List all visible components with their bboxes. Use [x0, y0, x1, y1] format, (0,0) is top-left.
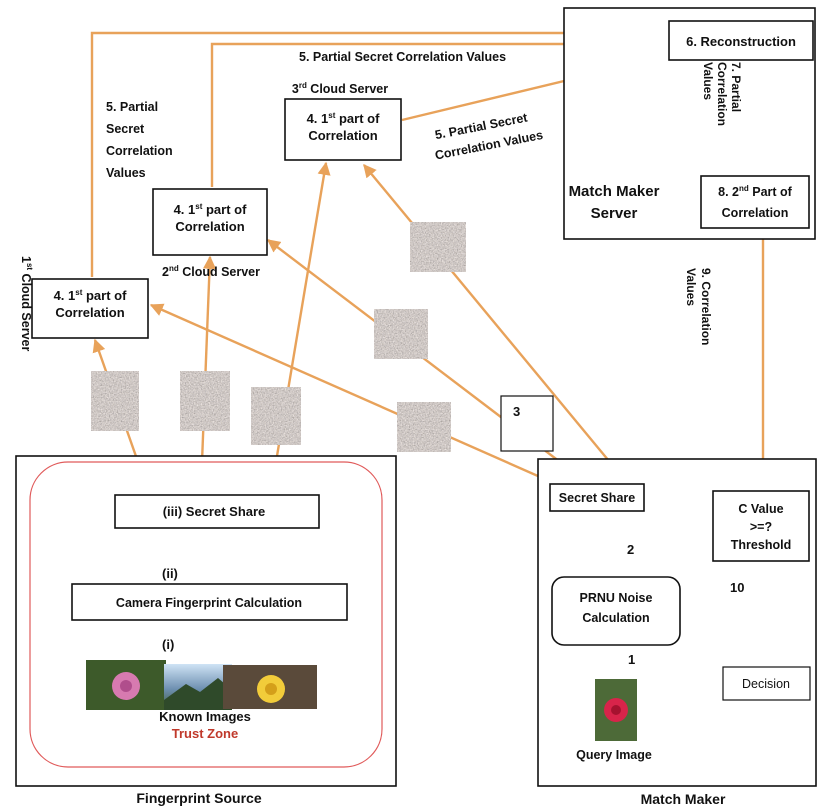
- query-image-label: Query Image: [576, 748, 652, 762]
- partial-7-line1: 7. Partial: [729, 62, 743, 112]
- cloud-server-2: 4. 1st part of Correlation 2nd Cloud Ser…: [152, 188, 268, 279]
- cs2-box: [152, 188, 268, 256]
- match-maker-server-label-l2: Server: [591, 205, 638, 222]
- partial-values-diagonal: 5. Partial Secret Correlation Values: [434, 110, 544, 162]
- noise-share-cs3: [250, 386, 302, 446]
- second-part-box: [700, 175, 810, 229]
- cs1-label: 1st Cloud Server: [19, 256, 34, 351]
- decision-label: Decision: [742, 677, 790, 691]
- cloud-server-1: 4. 1st part of Correlation 1st Cloud Ser…: [19, 256, 149, 351]
- prnu-label-l2: Calculation: [582, 611, 649, 625]
- secret-share-mm-label: Secret Share: [559, 491, 635, 505]
- c-value-line3: Threshold: [731, 538, 791, 552]
- noise-share-cs2: [179, 370, 231, 432]
- secret-share-mm-box: [549, 483, 645, 512]
- c-value-line1: C Value: [738, 502, 783, 516]
- step-3-label: 3: [513, 404, 520, 419]
- decision-box: [722, 666, 811, 701]
- prnu-label-l1: PRNU Noise: [580, 591, 653, 605]
- step-2-label: 2: [627, 542, 634, 557]
- c-value-box: [712, 490, 810, 562]
- step-ii-label: (ii): [162, 566, 178, 581]
- known-images-strip: [86, 660, 317, 710]
- second-part-line1: 8. 2nd Part of: [718, 184, 793, 199]
- correlation-9-line1: 9. Correlation: [699, 268, 713, 345]
- arrow-cs2-to-reconstruction: [210, 37, 668, 187]
- partial-left-line3: Correlation: [106, 144, 173, 158]
- match-maker-server-label-l1: Match Maker: [569, 183, 660, 200]
- step-10-label: 10: [730, 580, 744, 595]
- noise-share-mm-2: [373, 308, 429, 360]
- trust-zone-label: Trust Zone: [172, 726, 238, 741]
- cs2-box-line2: Correlation: [175, 219, 244, 234]
- cs3-label: 3rd Cloud Server: [292, 81, 388, 96]
- cs1-box-line1: 4. 1st part of: [54, 288, 128, 303]
- cs3-box-line2: Correlation: [308, 128, 377, 143]
- c-value-line2: >=?: [750, 520, 772, 534]
- partial-correlation-label-7: 7. Partial Correlation Values: [701, 62, 743, 126]
- partial-left-line4: Values: [106, 166, 146, 180]
- arrow-mm-to-cs1: [149, 303, 557, 486]
- cs3-box: [284, 98, 402, 161]
- step-i-label: (i): [162, 637, 174, 652]
- cs1-box-line2: Correlation: [55, 305, 124, 320]
- camera-fingerprint-box: [71, 583, 348, 621]
- fingerprint-source-label: Fingerprint Source: [136, 790, 261, 806]
- arrow-mm-to-cs3: [363, 163, 629, 485]
- secret-share-fp-box: [114, 494, 320, 529]
- step-1-label: 1: [628, 652, 635, 667]
- secret-share-fp-label: (iii) Secret Share: [163, 504, 266, 519]
- cs2-box-line1: 4. 1st part of: [174, 202, 248, 217]
- second-part-line2: Correlation: [722, 206, 789, 220]
- step-3-box: [500, 395, 554, 452]
- match-maker: Secret Share 2 PRNU Noise Calculation 1 …: [537, 458, 817, 787]
- partial-7-line3: Values: [701, 62, 715, 100]
- noise-share-mm-3: [409, 221, 467, 273]
- match-maker-server: 6. Reconstruction 7. Partial Correlation…: [563, 7, 816, 240]
- arrow-cs1-to-reconstruction: [90, 26, 668, 277]
- cs2-label: 2nd Cloud Server: [162, 264, 260, 279]
- partial-values-left: 5. Partial Secret Correlation Values: [106, 100, 173, 180]
- partial-values-top: 5. Partial Secret Correlation Values: [299, 50, 506, 64]
- reconstruction-box: [668, 20, 814, 61]
- reconstruction-label: 6. Reconstruction: [686, 34, 796, 49]
- partial-left-line1: 5. Partial: [106, 100, 158, 114]
- match-maker-label: Match Maker: [641, 791, 726, 807]
- known-images-label: Known Images: [159, 709, 251, 724]
- fingerprint-source: (iii) Secret Share (ii) Camera Fingerpri…: [15, 455, 397, 787]
- cloud-server-3: 3rd Cloud Server 4. 1st part of Correlat…: [284, 81, 402, 161]
- cs1-box: [31, 278, 149, 339]
- query-image: [595, 679, 637, 741]
- partial-left-line2: Secret: [106, 122, 145, 136]
- correlation-values-label-9: 9. Correlation Values: [684, 268, 713, 345]
- cs3-box-line1: 4. 1st part of: [307, 111, 381, 126]
- prnu-box: [551, 576, 681, 646]
- partial-7-line2: Correlation: [715, 62, 729, 126]
- correlation-9-line2: Values: [684, 268, 698, 306]
- noise-share-mm-1: [396, 401, 452, 453]
- trust-zone-border: [29, 461, 383, 768]
- camera-fingerprint-label: Camera Fingerprint Calculation: [116, 596, 302, 610]
- noise-share-cs1: [90, 370, 140, 432]
